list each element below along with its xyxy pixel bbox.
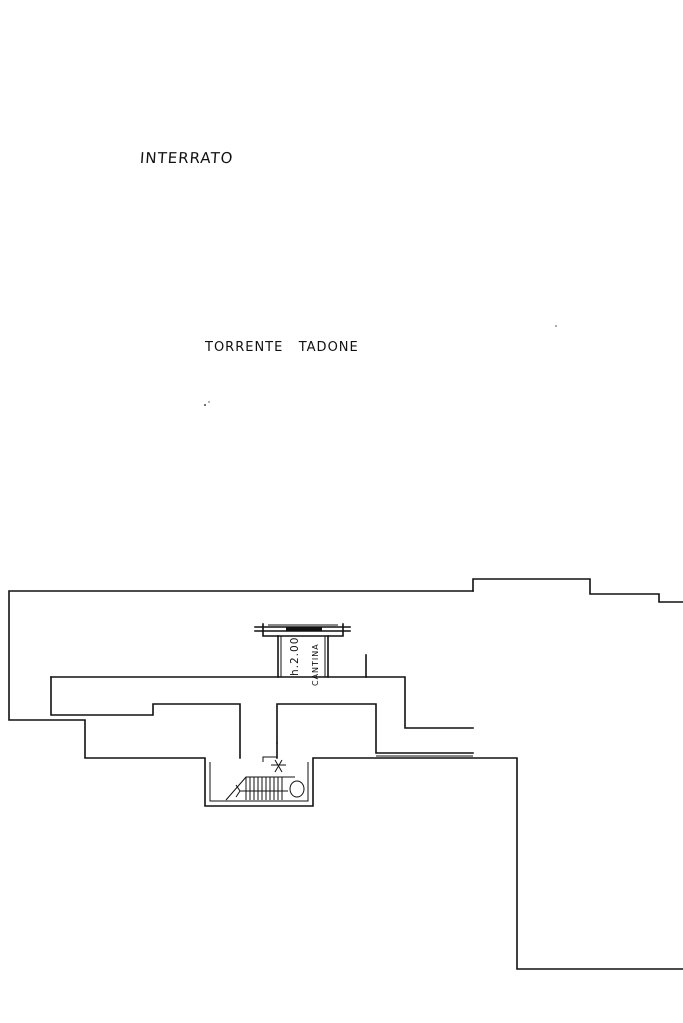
scan-specks [204, 325, 557, 744]
cellar-room [254, 623, 351, 678]
stream-name-label: TORRENTE TADONE [204, 340, 359, 355]
room-height-label: h.2.00 [289, 637, 301, 676]
room-name-label: CANTINA [311, 643, 320, 686]
corridor-lower-right [276, 703, 474, 759]
corridor-outline [50, 676, 474, 729]
floor-title: INTERRATO [139, 149, 234, 167]
outer-wall-left [8, 590, 683, 970]
stairwell [209, 756, 309, 802]
outer-wall-top-right [472, 578, 683, 603]
corridor-lower-left [50, 676, 241, 759]
